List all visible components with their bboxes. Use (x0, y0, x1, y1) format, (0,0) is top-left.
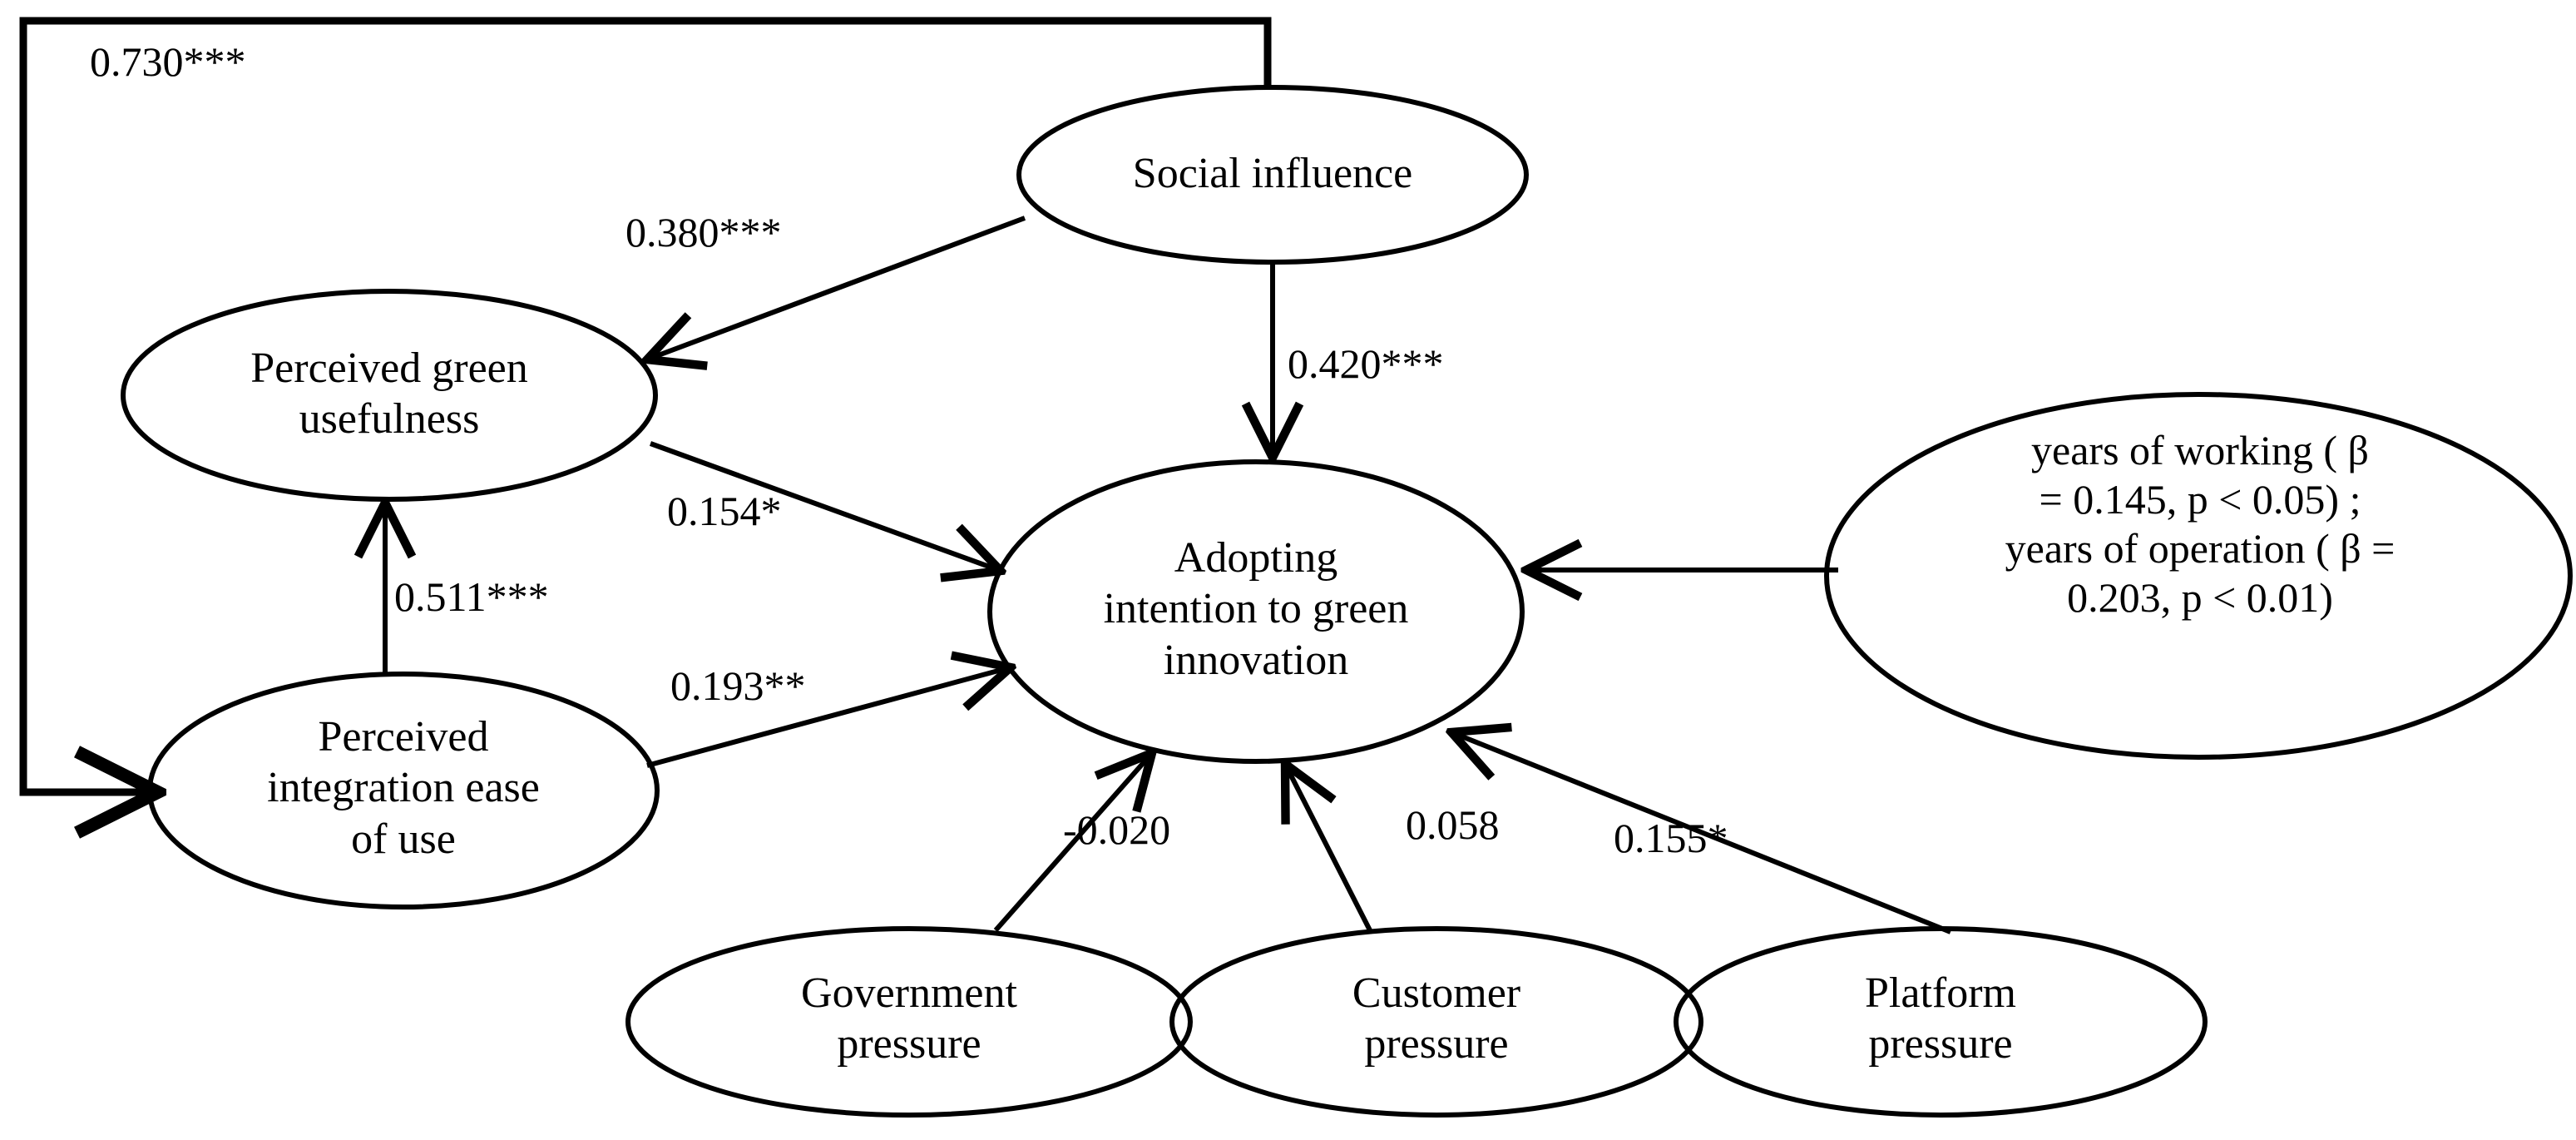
edge-perceived-integration-ease-of-use-to-adopting-intention (646, 667, 1011, 768)
edge-label-social-influence-to-adopting-intention: 0.420*** (1288, 340, 1444, 387)
node-ellipse-government-pressure (625, 926, 1193, 1118)
edge-perceived-green-usefulness-to-adopting-intention (649, 441, 1001, 571)
edge-customer-pressure-to-adopting-intention (1285, 764, 1373, 934)
node-ellipse-customer-pressure (1169, 926, 1703, 1118)
node-ellipse-control-variables (1824, 392, 2573, 760)
edge-label-platform-pressure-to-adopting-intention: 0.155* (1614, 815, 1728, 861)
edge-platform-pressure-to-adopting-intention (1451, 732, 1952, 934)
edge-label-government-pressure-to-adopting-intention: -0.020 (1063, 806, 1171, 853)
edge-government-pressure-to-adopting-intention (993, 753, 1152, 932)
edge-label-perceived-green-usefulness-to-adopting-intention: 0.154* (667, 488, 782, 534)
edge-social-influence-to-perceived-integration-ease-of-use-loop (19, 17, 1272, 792)
edge-label-customer-pressure-to-adopting-intention: 0.058 (1406, 801, 1500, 848)
node-ellipse-social-influence (1016, 85, 1529, 265)
edge-paths (19, 17, 1952, 934)
edge-label-perceived-integration-ease-of-use-to-adopting-intention: 0.193** (670, 662, 806, 709)
edge-label-perceived-integration-ease-of-use-to-perceived-green-usefulness: 0.511*** (394, 573, 549, 620)
edge-label-social-influence-to-perceived-integration-ease-of-use-loop: 0.730*** (90, 38, 246, 85)
node-ellipse-perceived-integration-ease-of-use (147, 672, 660, 910)
node-ellipse-platform-pressure (1674, 926, 2208, 1118)
node-ellipse-perceived-green-usefulness (121, 289, 658, 502)
node-ellipse-adopting-intention (987, 459, 1525, 764)
edge-label-social-influence-to-perceived-green-usefulness: 0.380*** (625, 209, 782, 255)
edge-social-influence-to-perceived-green-usefulness (647, 216, 1026, 359)
